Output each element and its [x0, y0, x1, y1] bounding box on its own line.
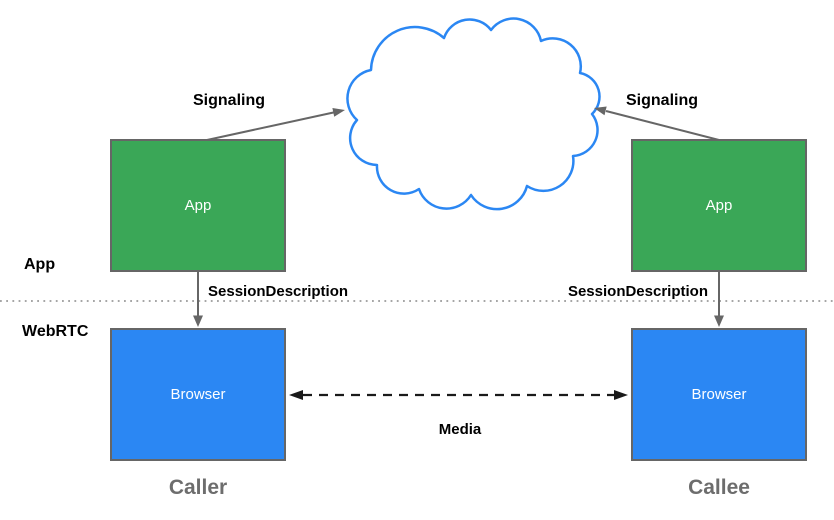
- callee-browser-box: Browser: [631, 328, 807, 461]
- callee-app-box: App: [631, 139, 807, 272]
- callee-app-label: App: [705, 197, 733, 214]
- caller-app-box: App: [110, 139, 286, 272]
- caller-browser-box: Browser: [110, 328, 286, 461]
- cloud-icon: [346, 17, 601, 211]
- session-description-label-left: SessionDescription: [208, 283, 349, 300]
- caller-browser-label: Browser: [170, 386, 226, 403]
- layer-label-webrtc: WebRTC: [22, 323, 89, 340]
- signaling-arrow-right: [594, 106, 720, 141]
- callee-caption: Callee: [688, 476, 750, 499]
- signaling-label-left: Signaling: [193, 92, 265, 109]
- signaling-arrow-left: [206, 108, 345, 141]
- session-description-label-right: SessionDescription: [567, 283, 708, 300]
- callee-browser-label: Browser: [691, 386, 747, 403]
- session-description-arrow-right: [714, 272, 724, 327]
- caller-caption: Caller: [168, 476, 228, 499]
- media-arrow: [289, 390, 628, 400]
- media-label: Media: [438, 421, 482, 438]
- caller-app-label: App: [184, 197, 212, 214]
- layer-label-app: App: [24, 256, 56, 273]
- signaling-label-right: Signaling: [626, 92, 698, 109]
- session-description-arrow-left: [193, 272, 203, 327]
